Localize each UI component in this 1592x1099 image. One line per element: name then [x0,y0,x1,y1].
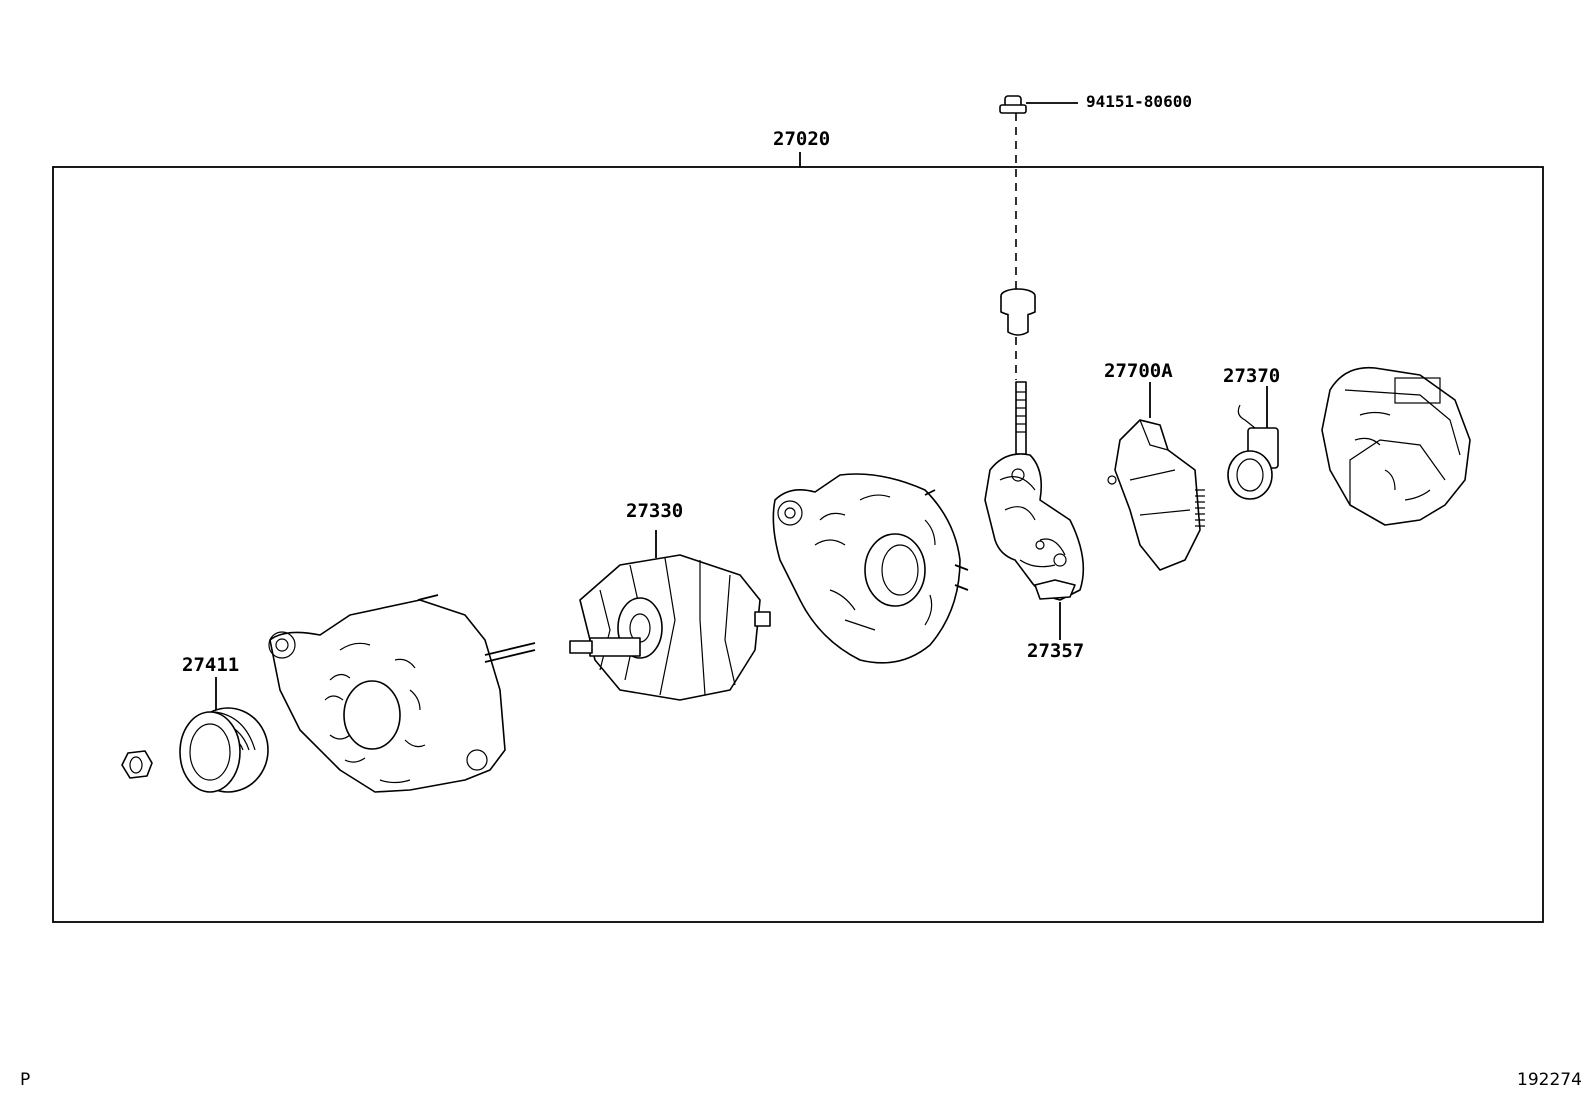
pulley [179,707,269,793]
terminal-insulator [1000,288,1036,336]
rear-end-cover [1321,366,1471,526]
regulator [1107,419,1205,571]
pulley-nut [121,750,153,779]
assembly-part-label: 27020 [773,128,831,150]
figure-number: 192274 [1517,1070,1582,1090]
rotor-assembly [569,530,771,701]
drive-end-frame [268,594,536,793]
assembly-box [52,166,1544,923]
pulley-part-label: 27411 [182,654,240,676]
brush [1227,404,1279,500]
brush-holder-part-label: 27357 [1027,640,1085,662]
bolt-part-label: 94151-80600 [1086,92,1192,111]
brush-part-label: 27370 [1223,365,1281,387]
regulator-part-label: 27700A [1104,360,1173,382]
rectifier-assembly [984,381,1085,601]
page-corner-mark: P [20,1070,31,1090]
bolt-94151-80600 [999,95,1078,114]
rear-frame [772,473,969,664]
rotor-part-label: 27330 [626,500,684,522]
